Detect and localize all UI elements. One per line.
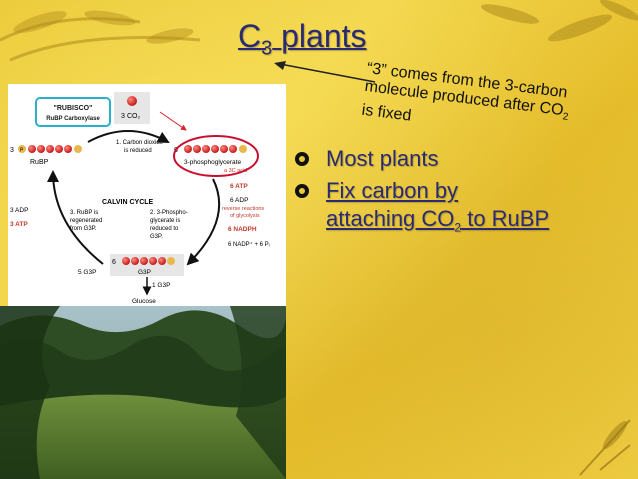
adp3-label: 3 ADP	[10, 207, 28, 214]
bullet-item-fix-carbon: Fix carbon by attaching CO2 to RuBP	[293, 177, 633, 241]
rubisco-label: "RUBISCO"	[54, 105, 93, 112]
leaf-decoration-top-right	[480, 0, 638, 42]
rubp-molecule: P	[18, 145, 82, 154]
step3-line3: from G3P.	[70, 226, 97, 232]
leaf-decoration-bottom-right	[579, 419, 631, 476]
step2-line3: reduced to	[150, 226, 179, 232]
rubp-carbon-2	[37, 145, 45, 153]
nadph-label: 6 NADPH	[228, 226, 257, 233]
rubp-count: 3	[10, 147, 14, 154]
slide-title: C3 plants	[238, 18, 367, 60]
g3p-carbon-4	[149, 257, 157, 265]
title-rest: plants	[272, 18, 367, 54]
title-subscript: 3	[261, 37, 273, 60]
red-pointer-arrow	[159, 111, 187, 131]
forest-meadow	[0, 394, 286, 479]
co2-label: CO₂	[127, 113, 141, 120]
rubp-phosphate-right	[74, 145, 82, 153]
rubisco-carboxylase-label: RuBP Carboxylase	[46, 116, 100, 122]
step3-line2: regenerated	[70, 218, 102, 224]
atp3-label: 3 ATP	[10, 221, 28, 228]
glycolysis-label: of glycolysis	[230, 213, 260, 219]
bullet-item-most-plants: Most plants	[293, 145, 633, 173]
pga-carbon-5	[220, 145, 228, 153]
cycle-arrow-right	[186, 178, 221, 266]
pga-phosphate	[239, 145, 247, 153]
g3p5-label: 5 G3P	[78, 269, 96, 276]
forest-left-trees	[0, 306, 60, 479]
g3p-count: 6	[112, 259, 116, 266]
arrow-to-title	[274, 61, 376, 83]
note-co2-subscript: 2	[561, 111, 569, 123]
pga-carbon-2	[193, 145, 201, 153]
g3p1-label: 1 G3P	[152, 282, 170, 289]
step3-line1: 3. RuBP is	[70, 210, 98, 216]
g3p-molecule	[122, 257, 175, 265]
co2-ball	[127, 96, 137, 106]
pga-highlight-circle	[173, 135, 259, 177]
rubp-carbon-5	[64, 145, 72, 153]
bullet-list: Most plants Fix carbon by attaching CO2 …	[293, 145, 633, 245]
adp6-label: 6 ADP	[230, 197, 248, 204]
glucose-label: Glucose	[132, 298, 156, 305]
g3p-carbon-5	[158, 257, 166, 265]
rubp-label: RuBP	[30, 159, 49, 166]
atp6-label: 6 ATP	[230, 183, 248, 190]
leaf-decoration-top-left	[0, 10, 201, 62]
rubisco-box	[35, 97, 111, 127]
annotation-note: “3” comes from the 3-carbon molecule pro…	[361, 60, 616, 150]
rubp-carbon-1	[28, 145, 36, 153]
pga-3c-acid-label: a 3C acid	[224, 168, 247, 174]
calvin-cycle-label: CALVIN CYCLE	[102, 199, 154, 206]
cycle-arrow-left	[47, 170, 104, 265]
forest-photo	[0, 306, 286, 479]
bullet-icon	[295, 184, 309, 198]
rubp-carbon-4	[55, 145, 63, 153]
nadp-label: 6 NADP⁺ + 6 Pᵢ	[228, 241, 270, 248]
pga-carbon-1	[184, 145, 192, 153]
step2-line2: glycerate is	[150, 218, 180, 224]
bullet-text: Most plants	[326, 146, 439, 171]
g3p-carbon-1	[122, 257, 130, 265]
bullet-text-pre: attaching CO	[326, 206, 455, 231]
step2-line1: 2. 3-Phospho-	[150, 210, 188, 216]
g3p-carbon-2	[131, 257, 139, 265]
bullet-text-line2: attaching CO2 to RuBP	[326, 206, 550, 235]
g3p-label: G3P	[138, 269, 151, 276]
rubp-phosphate-left-label: P	[20, 148, 24, 154]
calvin-cycle-diagram: "RUBISCO" RuBP Carboxylase 3 CO₂ 3 P RuB…	[8, 84, 286, 306]
pga-carbon-3	[202, 145, 210, 153]
g3p-phosphate	[167, 257, 175, 265]
g3p-carbon-3	[140, 257, 148, 265]
bullet-text-post: to RuBP	[461, 206, 550, 231]
forest-right-trees	[230, 306, 286, 479]
pga-carbon-4	[211, 145, 219, 153]
title-main: C	[238, 18, 262, 54]
rubp-carbon-3	[46, 145, 54, 153]
pga-label: 3-phosphoglycerate	[184, 159, 241, 166]
pga-carbon-6	[229, 145, 237, 153]
co2-count: 3	[121, 113, 125, 120]
bullet-icon	[295, 152, 309, 166]
rubp-phosphate-left	[18, 145, 26, 153]
step2-line4: G3P.	[150, 234, 163, 240]
reverse-reactions-label: reverse reactions	[222, 206, 264, 212]
step1-line2: is reduced	[124, 148, 152, 154]
step1-line1: 1. Carbon dioxide	[116, 140, 164, 146]
bullet-co2-subscript: 2	[454, 220, 462, 235]
bullet-text: Fix carbon by	[326, 178, 459, 203]
cycle-arrow-top	[87, 130, 170, 143]
forest-near-trees	[0, 335, 286, 416]
pga-molecule	[184, 145, 247, 153]
